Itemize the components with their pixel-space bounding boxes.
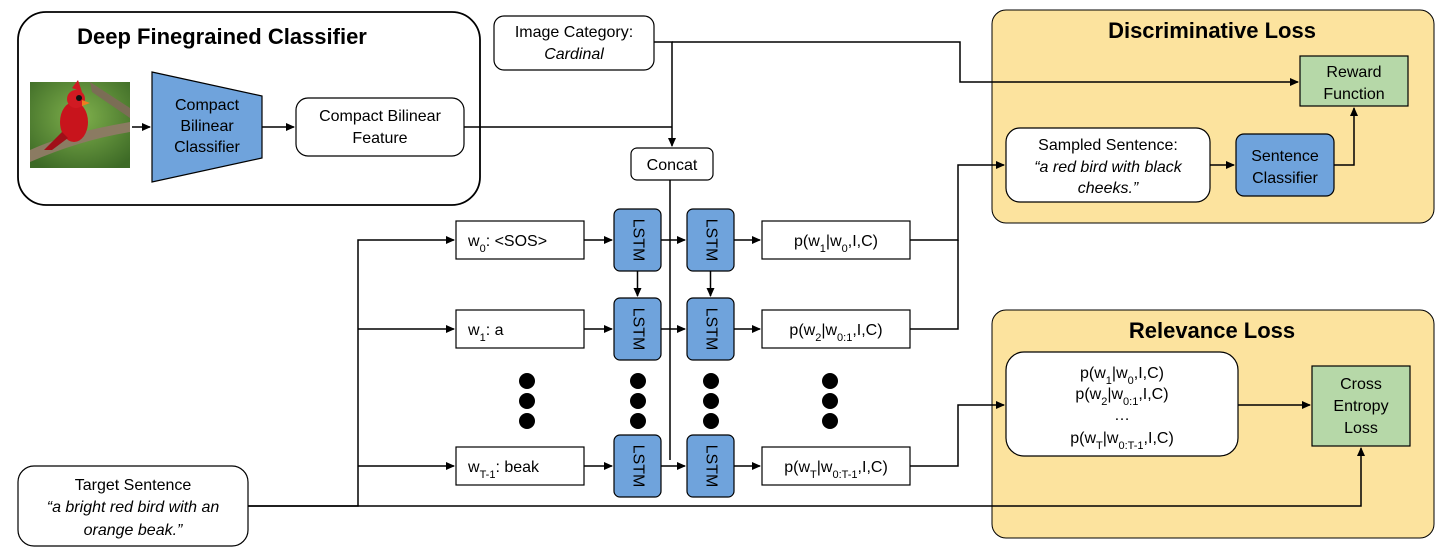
- image-category-box: [493, 15, 655, 71]
- input-word-box: [455, 446, 585, 486]
- relevance-loss-panel: Relevance Loss p(w1|w0,I,C) p(w2|w0:1,I,…: [991, 309, 1435, 539]
- discriminative-loss-panel: Discriminative Loss Reward Function Samp…: [991, 9, 1435, 224]
- sampled-sentence-text-line2: cheeks.”: [1078, 180, 1139, 197]
- arrow-outputs-to-probs: [910, 401, 1005, 467]
- output-prob-label: p(w2|w0:1,I,C): [789, 322, 882, 344]
- output-prob-box: [761, 220, 911, 260]
- input-word-box: [455, 220, 585, 260]
- lstm-label: LSTM: [629, 219, 646, 262]
- sampled-sentence-text-line1: “a red bird with black: [1034, 159, 1183, 176]
- discriminative-loss-title: Discriminative Loss: [1108, 18, 1316, 43]
- relevance-prob-2: p(w2|w0:1,I,C): [1075, 386, 1168, 408]
- sentence-classifier-line2: Classifier: [1252, 170, 1318, 187]
- output-prob-box: [761, 309, 911, 349]
- cross-entropy-line2: Entropy: [1333, 398, 1388, 415]
- lstm-label: LSTM: [629, 308, 646, 351]
- lstm-label: LSTM: [702, 219, 719, 262]
- target-sentence-text-line1: “a bright red bird with an: [47, 499, 220, 516]
- input-word-label: w0: <SOS>: [467, 233, 547, 255]
- concat-box: [630, 147, 714, 181]
- lstm-rows: w0: <SOS> LSTM LSTM p(w1|w0,I,C) w1: a LSTM LS…: [455, 208, 911, 498]
- relevance-ellipsis: …: [1114, 407, 1130, 424]
- lstm-label: LSTM: [629, 445, 646, 488]
- reward-label-line2: Function: [1323, 86, 1384, 103]
- relevance-prob-3: p(wT|w0:T-1,I,C): [1070, 430, 1174, 452]
- output-prob-box: [761, 446, 911, 486]
- cnn-trapezoid: [151, 71, 263, 183]
- reward-function-box: [1299, 55, 1409, 107]
- cnn-label-line1: Compact: [175, 97, 240, 114]
- concat-label: Concat: [647, 157, 698, 174]
- cross-entropy-line3: Loss: [1344, 420, 1378, 437]
- ellipsis-dots: [519, 373, 838, 429]
- arrow-outputs-to-sampled: [910, 161, 1005, 241]
- classifier-panel: Deep Finegrained Classifier Compact Bili…: [17, 11, 481, 206]
- line-output2-collector: [910, 240, 959, 330]
- reward-label-line1: Reward: [1326, 64, 1381, 81]
- image-category-label: Image Category:: [515, 24, 633, 41]
- arrow-classifier-to-reward: [1334, 107, 1358, 166]
- input-word-label: w1: a: [467, 322, 504, 344]
- target-sentence-text-line2: orange beak.”: [84, 522, 183, 539]
- input-word-label: wT-1: beak: [467, 459, 540, 481]
- output-prob-label: p(w1|w0,I,C): [794, 233, 878, 255]
- input-word-box: [455, 309, 585, 349]
- cross-entropy-line1: Cross: [1340, 376, 1382, 393]
- arrow-category-to-concat: [654, 41, 676, 147]
- classifier-panel-title: Deep Finegrained Classifier: [77, 24, 367, 49]
- arrow-target-to-crossentropy: [248, 447, 1365, 507]
- relevance-loss-title: Relevance Loss: [1129, 318, 1295, 343]
- relevance-prob-1: p(w1|w0,I,C): [1080, 365, 1164, 387]
- output-prob-label: p(wT|w0:T-1,I,C): [784, 459, 888, 481]
- lstm-label: LSTM: [702, 308, 719, 351]
- arrow-category-to-reward: [672, 41, 1299, 86]
- feature-label-line1: Compact Bilinear: [319, 108, 442, 125]
- target-sentence-label: Target Sentence: [75, 477, 192, 494]
- image-category-value: Cardinal: [544, 46, 604, 63]
- feature-box: [295, 97, 465, 157]
- lstm-label: LSTM: [702, 445, 719, 488]
- cross-entropy-box: [1311, 365, 1411, 447]
- feature-label-line2: Feature: [352, 130, 407, 147]
- cnn-label-line2: Bilinear: [180, 118, 234, 135]
- cardinal-image: [30, 80, 130, 168]
- sampled-sentence-label: Sampled Sentence:: [1038, 137, 1178, 154]
- cnn-label-line3: Classifier: [174, 139, 240, 156]
- sentence-classifier-line1: Sentence: [1251, 148, 1319, 165]
- probabilities-box: [1005, 351, 1239, 457]
